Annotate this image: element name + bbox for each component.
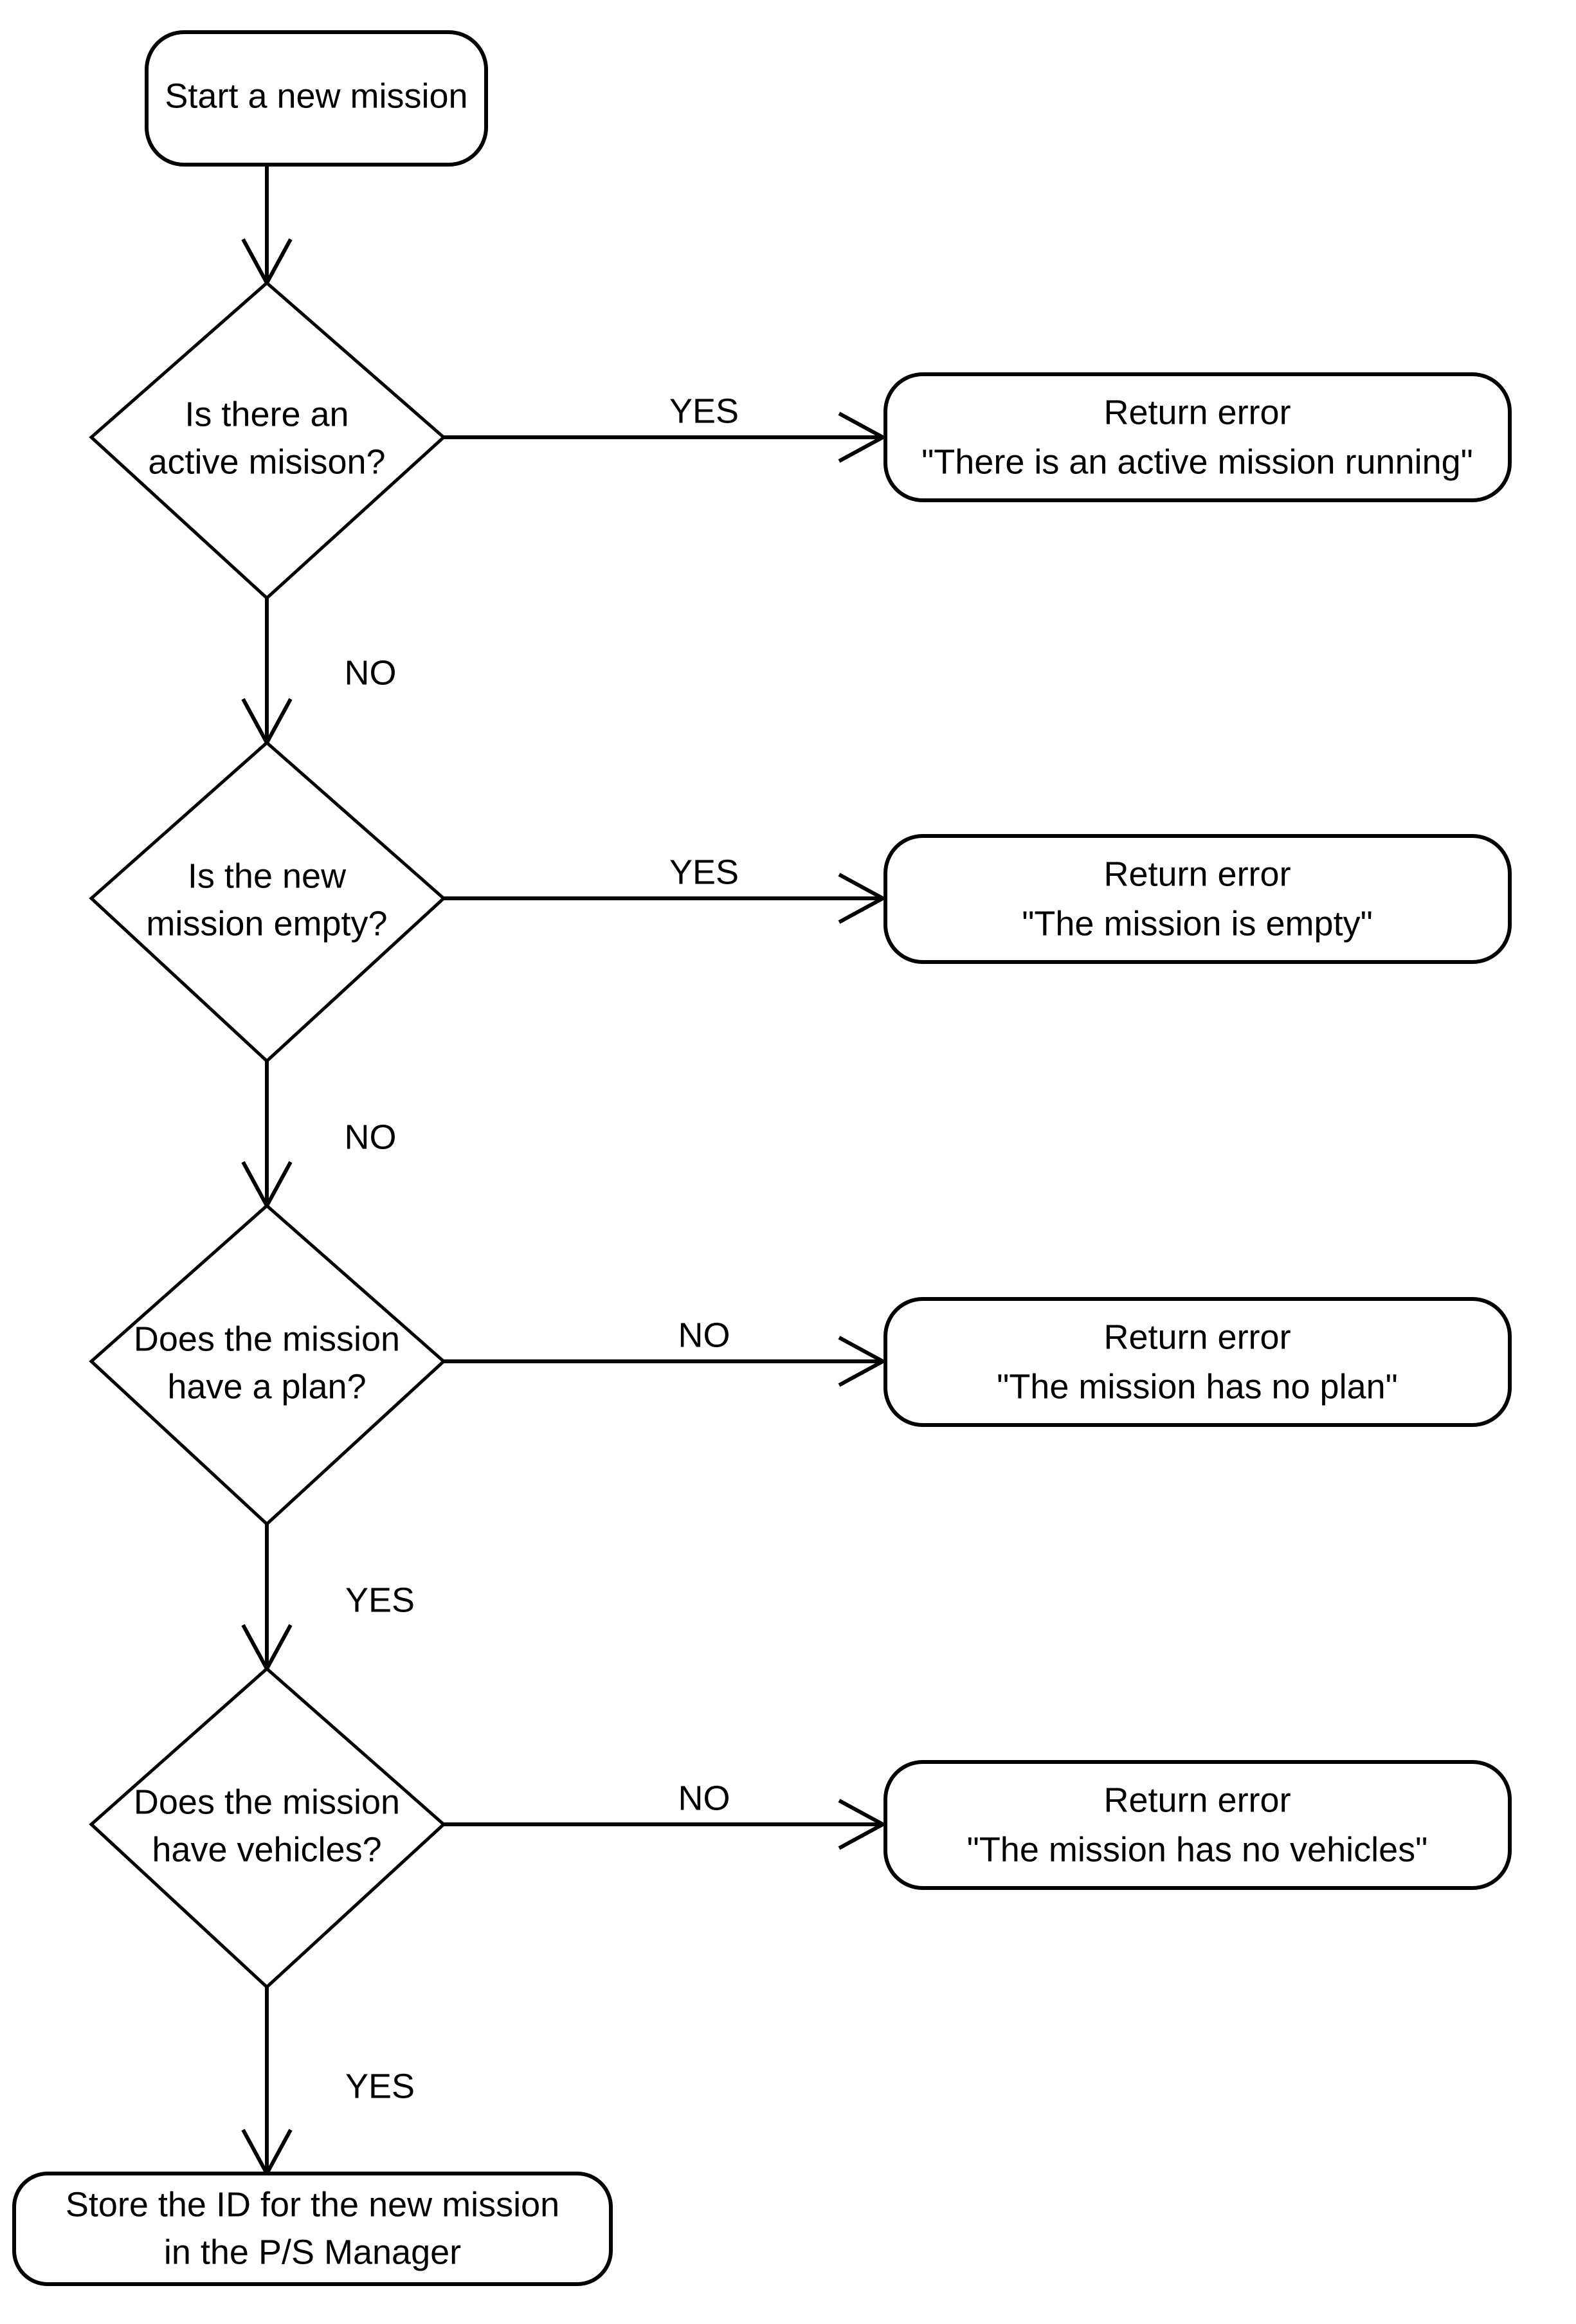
node-error-mission-no-plan-label-line-2: "The mission has no plan"	[997, 1367, 1398, 1406]
node-store-mission-id-shape	[12, 2172, 613, 2286]
node-decision-mission-plan-shape	[89, 1203, 446, 1527]
edge-label-active-mission-yes: YES	[669, 392, 739, 430]
node-decision-active-mission-label-line-2: active misison?	[148, 442, 385, 481]
edge-label-mission-empty-yes: YES	[669, 853, 739, 891]
edge-mission-plan-no: NO	[444, 1316, 887, 1387]
node-error-mission-empty-label-line-1: Return error	[1103, 855, 1291, 893]
edge-active-mission-no: NO	[241, 598, 397, 747]
arrow-head-icon	[838, 1336, 887, 1387]
node-start[interactable]: Start a new mission	[145, 30, 488, 167]
node-decision-mission-vehicles-label-line-1: Does the mission	[134, 1783, 400, 1821]
edge-mission-plan-yes: YES	[241, 1524, 415, 1673]
node-decision-mission-empty[interactable]: Is the new mission empty?	[89, 740, 446, 1064]
node-decision-mission-plan-label-line-2: have a plan?	[167, 1367, 366, 1406]
node-decision-mission-plan[interactable]: Does the mission have a plan?	[89, 1203, 446, 1527]
edge-mission-vehicles-yes: YES	[241, 1987, 415, 2178]
node-decision-mission-empty-shape	[89, 740, 446, 1064]
node-decision-mission-vehicles-label-line-2: have vehicles?	[152, 1830, 381, 1869]
node-error-mission-no-plan[interactable]: Return error "The mission has no plan"	[883, 1297, 1512, 1427]
node-start-label-line-1: Start a new mission	[165, 77, 467, 115]
node-error-mission-no-plan-label-line-1: Return error	[1103, 1318, 1291, 1356]
node-error-active-mission-running-shape	[883, 372, 1512, 502]
arrow-head-icon	[838, 412, 887, 463]
edge-start-to-decision-active-mission	[241, 165, 293, 287]
node-decision-active-mission-shape	[89, 280, 446, 601]
node-decision-mission-plan-label-line-1: Does the mission	[134, 1320, 400, 1358]
edge-mission-vehicles-no: NO	[444, 1779, 887, 1850]
edge-active-mission-yes: YES	[444, 392, 887, 463]
node-error-mission-no-vehicles-label-line-1: Return error	[1103, 1781, 1291, 1819]
node-decision-mission-empty-label-line-1: Is the new	[188, 857, 347, 895]
node-error-active-mission-running[interactable]: Return error "There is an active mission…	[883, 372, 1512, 502]
node-error-mission-empty-shape	[883, 834, 1512, 964]
node-error-mission-no-vehicles-shape	[883, 1760, 1512, 1890]
node-error-mission-no-vehicles[interactable]: Return error "The mission has no vehicle…	[883, 1760, 1512, 1890]
node-decision-mission-vehicles[interactable]: Does the mission have vehicles?	[89, 1666, 446, 1990]
node-decision-mission-empty-label-line-2: mission empty?	[146, 904, 387, 943]
node-decision-mission-vehicles-shape	[89, 1666, 446, 1990]
arrow-head-icon	[838, 1799, 887, 1850]
node-decision-active-mission-label-line-1: Is there an	[185, 395, 349, 433]
node-decision-active-mission[interactable]: Is there an active misison?	[89, 280, 446, 601]
edge-label-mission-plan-no: NO	[678, 1316, 730, 1354]
arrow-head-icon	[838, 873, 887, 924]
node-store-mission-id-label-line-1: Store the ID for the new mission	[66, 2185, 559, 2224]
edge-label-mission-plan-yes: YES	[345, 1581, 415, 1619]
node-error-mission-no-plan-shape	[883, 1297, 1512, 1427]
node-start-shape	[145, 30, 488, 167]
edge-label-mission-vehicles-yes: YES	[345, 2067, 415, 2105]
node-error-mission-empty-label-line-2: "The mission is empty"	[1022, 904, 1372, 943]
edge-label-active-mission-no: NO	[345, 653, 397, 692]
node-error-active-mission-running-label-line-2: "There is an active mission running"	[921, 442, 1473, 481]
node-store-mission-id[interactable]: Store the ID for the new mission in the …	[12, 2172, 613, 2286]
edge-mission-empty-yes: YES	[444, 853, 887, 924]
node-error-mission-empty[interactable]: Return error "The mission is empty"	[883, 834, 1512, 964]
edge-label-mission-empty-no: NO	[345, 1118, 397, 1156]
edge-label-mission-vehicles-no: NO	[678, 1779, 730, 1817]
node-error-active-mission-running-label-line-1: Return error	[1103, 393, 1291, 431]
node-error-mission-no-vehicles-label-line-2: "The mission has no vehicles"	[967, 1830, 1428, 1869]
edge-mission-empty-no: NO	[241, 1061, 397, 1210]
node-store-mission-id-label-line-2: in the P/S Manager	[164, 2233, 461, 2271]
